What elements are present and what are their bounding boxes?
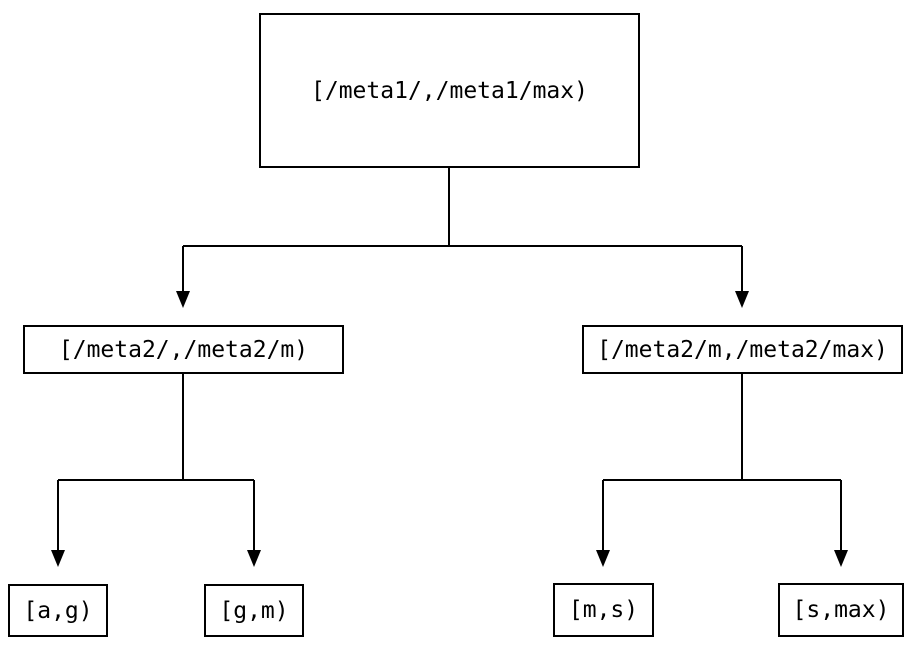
node-label: [/meta1/,/meta1/max) (311, 77, 588, 104)
node-label: [/meta2/m,/meta2/max) (597, 336, 888, 363)
arrowhead-down-icon (247, 550, 261, 567)
node-label: [/meta2/,/meta2/m) (58, 336, 309, 363)
node-leaf-s-max: [s,max) (778, 583, 904, 637)
node-root-meta1-range: [/meta1/,/meta1/max) (259, 13, 640, 168)
node-leaf-m-s: [m,s) (553, 583, 654, 637)
node-label: [s,max) (792, 597, 890, 623)
edge-left-to-leaves (51, 374, 261, 567)
edge-right-to-leaves (596, 374, 848, 567)
node-label: [g,m) (219, 597, 289, 624)
arrowhead-down-icon (735, 291, 749, 308)
node-leaf-a-g: [a,g) (8, 584, 108, 637)
arrowhead-down-icon (834, 550, 848, 567)
node-label: [a,g) (23, 597, 93, 624)
arrowhead-down-icon (51, 550, 65, 567)
edge-root-to-level2 (176, 168, 749, 308)
node-label: [m,s) (568, 597, 639, 623)
node-meta2-lower-range: [/meta2/,/meta2/m) (23, 325, 344, 374)
arrowhead-down-icon (596, 550, 610, 567)
arrowhead-down-icon (176, 291, 190, 308)
node-meta2-upper-range: [/meta2/m,/meta2/max) (582, 325, 903, 374)
node-leaf-g-m: [g,m) (204, 584, 304, 637)
